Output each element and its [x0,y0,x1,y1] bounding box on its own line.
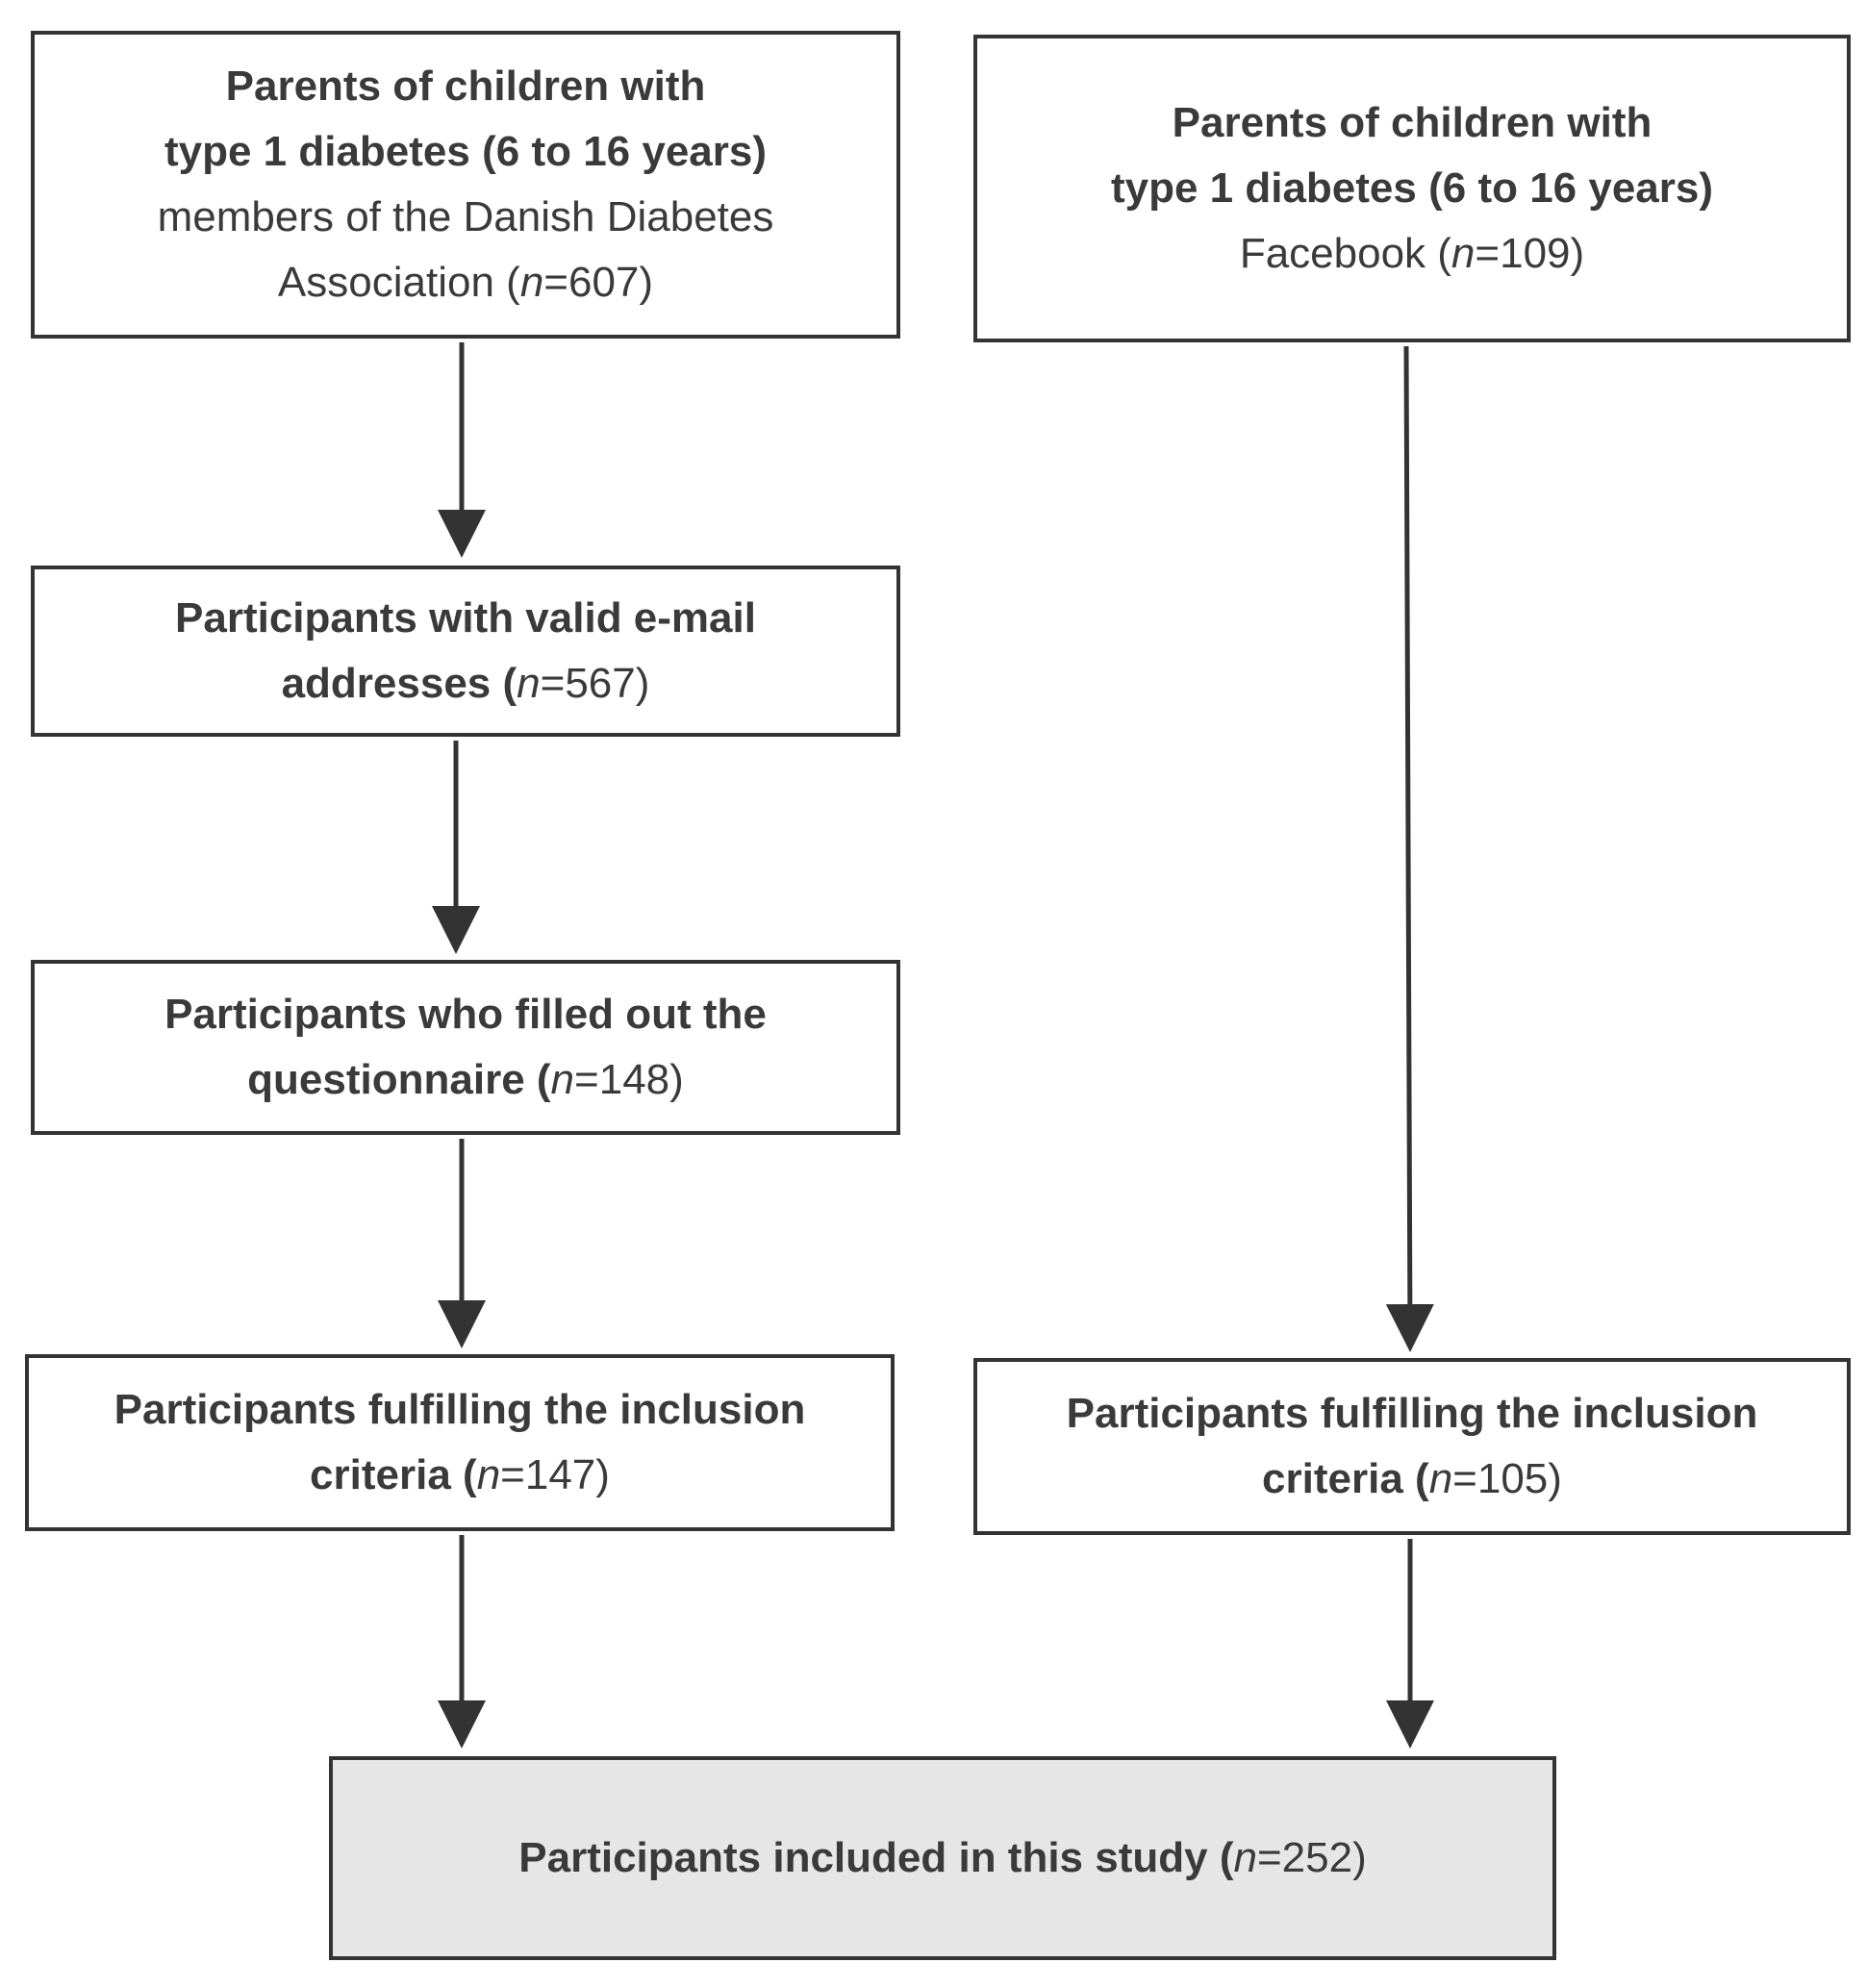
inclusion-left-n-symbol: n [476,1451,501,1498]
box-valid-email-text: Participants with valid e-mail addresses… [175,586,756,717]
included-n-symbol: n [1233,1833,1257,1881]
box-inclusion-left: Participants fulfilling the inclusion cr… [25,1354,895,1531]
source-association-line1: Parents of children with [225,62,706,110]
box-source-facebook: Parents of children with type 1 diabetes… [973,35,1851,342]
source-facebook-n-symbol: n [1451,230,1476,278]
inclusion-left-n-value: =147) [500,1451,610,1498]
box-inclusion-right: Participants fulfilling the inclusion cr… [973,1358,1851,1535]
box-filled-questionnaire: Participants who filled out the question… [31,960,900,1135]
box-valid-email: Participants with valid e-mail addresses… [31,566,900,737]
box-included: Participants included in this study (n=2… [329,1756,1556,1960]
box-source-facebook-text: Parents of children with type 1 diabetes… [1111,90,1713,288]
box-source-association: Parents of children with type 1 diabetes… [31,31,900,339]
source-association-n-symbol: n [519,259,544,307]
valid-email-n-symbol: n [517,660,541,707]
arrow-facebook-to-inclusion-right [1385,345,1434,1352]
inclusion-right-line1: Participants fulfilling the inclusion [1066,1389,1758,1437]
source-association-n-value: =607) [543,259,654,307]
filled-questionnaire-line2: questionnaire ( [247,1056,551,1103]
inclusion-left-line2: criteria ( [310,1451,477,1498]
inclusion-right-n-value: =105) [1452,1455,1562,1502]
filled-questionnaire-n-symbol: n [550,1056,575,1103]
included-n-value: =252) [1256,1833,1367,1881]
box-included-text: Participants included in this study (n=2… [518,1825,1366,1891]
included-line1: Participants included in this study ( [518,1833,1234,1881]
source-facebook-line1: Parents of children with [1172,98,1653,146]
filled-questionnaire-n-value: =148) [574,1056,684,1103]
valid-email-line1: Participants with valid e-mail [175,593,756,642]
source-facebook-n-value: =109) [1475,230,1585,278]
source-facebook-line2: type 1 diabetes (6 to 16 years) [1110,164,1714,212]
valid-email-n-value: =567) [540,660,650,707]
source-association-line4: Association ( [277,259,520,307]
box-inclusion-left-text: Participants fulfilling the inclusion cr… [114,1377,806,1508]
box-source-association-text: Parents of children with type 1 diabetes… [158,54,774,316]
inclusion-left-line1: Participants fulfilling the inclusion [114,1385,806,1433]
inclusion-right-n-symbol: n [1428,1455,1453,1502]
source-association-line2: type 1 diabetes (6 to 16 years) [164,127,768,175]
source-association-line3: members of the Danish Diabetes [157,193,774,240]
inclusion-right-line2: criteria ( [1262,1455,1429,1502]
source-facebook-line3: Facebook ( [1239,230,1451,278]
valid-email-line2: addresses ( [281,660,517,707]
box-inclusion-right-text: Participants fulfilling the inclusion cr… [1067,1381,1758,1512]
filled-questionnaire-line1: Participants who filled out the [164,990,767,1038]
box-filled-questionnaire-text: Participants who filled out the question… [164,982,767,1113]
